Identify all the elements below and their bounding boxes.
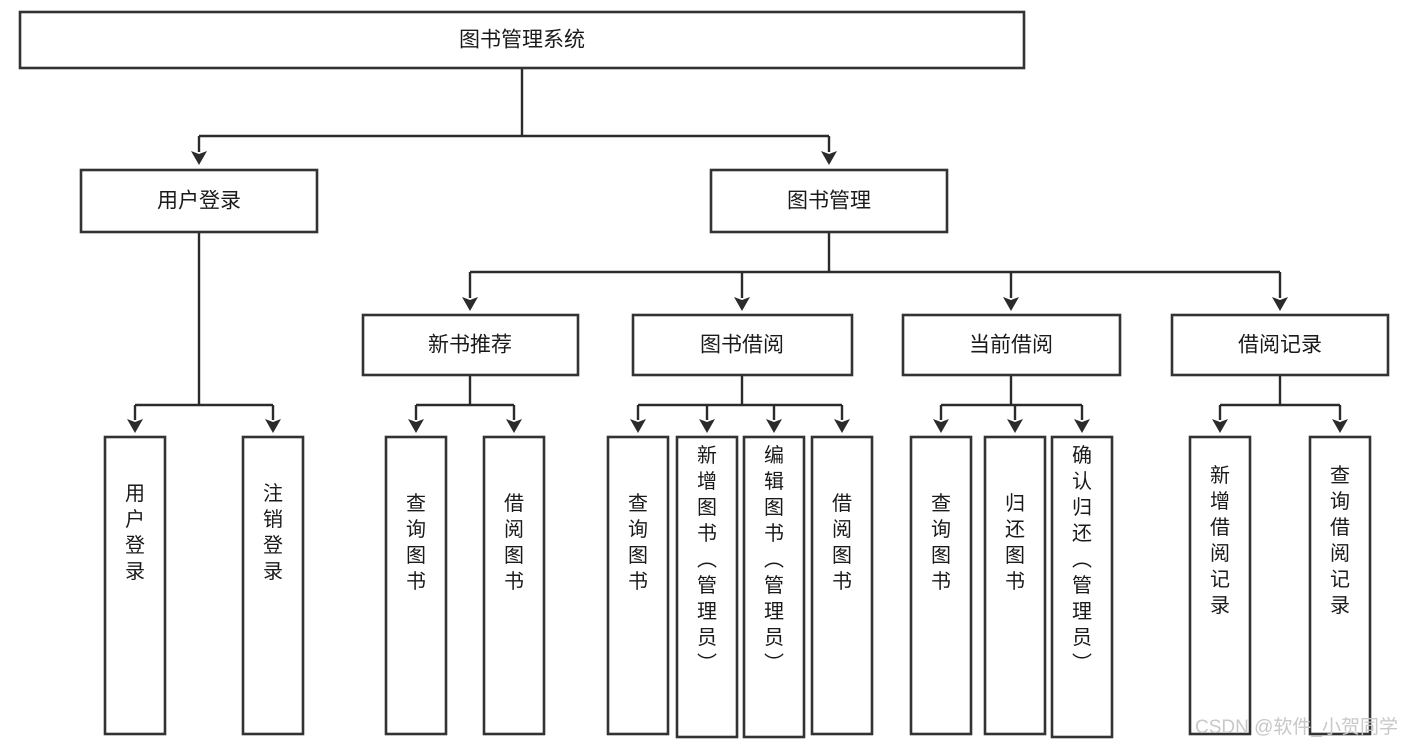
node-leaf-confirm-return-box[interactable] [1050,435,1114,739]
node-user-login-box[interactable] [79,168,319,234]
node-borrow-record[interactable]: 借阅记录 [1170,313,1390,377]
node-borrow-record-label: 借阅记录 [1238,334,1322,357]
node-leaf-add-book-box[interactable] [675,435,739,739]
node-leaf-return-book-box[interactable] [983,435,1047,736]
node-current-borrow-box[interactable] [901,313,1122,377]
node-leaf-query-record-box[interactable] [1308,435,1372,736]
node-book-manage-box[interactable] [709,168,949,234]
node-user-login[interactable]: 用户登录 [79,168,319,234]
node-root[interactable]: 图书管理系统 [18,10,1026,70]
node-leaf-query-book-current[interactable]: 查询图书 [909,435,973,736]
node-leaf-query-record[interactable]: 查询借阅记录 [1308,435,1372,736]
node-leaf-confirm-return[interactable]: 确认归还︵管理员︶ [1050,435,1114,739]
node-book-borrow[interactable]: 图书借阅 [631,313,854,377]
node-new-book-recommend-box[interactable] [361,313,580,377]
node-leaf-logout[interactable]: 注销登录 [241,435,305,736]
node-book-manage-label: 图书管理 [787,190,871,213]
node-leaf-add-record-box[interactable] [1188,435,1252,736]
node-leaf-query-book-rec[interactable]: 查询图书 [384,435,448,736]
node-leaf-query-book-borrow-box[interactable] [606,435,670,736]
node-leaf-user-login-box[interactable] [103,435,167,736]
node-user-login-label: 用户登录 [157,190,241,213]
node-leaf-query-book-rec-box[interactable] [384,435,448,736]
csdn-watermark: CSDN @软件_小贺同学 [1195,716,1398,738]
node-root-label: 图书管理系统 [459,29,585,52]
node-leaf-return-book-label: 归还图书 [1005,492,1025,593]
node-leaf-query-record-label: 查询借阅记录 [1330,464,1350,617]
node-leaf-return-book[interactable]: 归还图书 [983,435,1047,736]
node-leaf-borrow-book-rec-box[interactable] [482,435,546,736]
node-borrow-record-box[interactable] [1170,313,1390,377]
node-leaf-user-login[interactable]: 用户登录 [103,435,167,736]
node-leaf-query-book-rec-label: 查询图书 [406,492,426,593]
node-book-borrow-label: 图书借阅 [700,334,784,357]
node-leaf-query-book-current-box[interactable] [909,435,973,736]
node-leaf-add-record-label: 新增借阅记录 [1210,464,1230,617]
connector-layer [127,68,1348,433]
node-leaf-add-book-label: 新增图书︵管理员︶ [697,444,717,675]
node-leaf-edit-book-box[interactable] [742,435,806,739]
node-leaf-user-login-label: 用户登录 [125,483,145,583]
node-leaf-add-book[interactable]: 新增图书︵管理员︶ [675,435,739,739]
node-leaf-query-book-borrow-label: 查询图书 [628,492,648,593]
node-leaf-borrow-book-label: 借阅图书 [832,492,852,593]
node-current-borrow[interactable]: 当前借阅 [901,313,1122,377]
node-leaf-borrow-book-rec[interactable]: 借阅图书 [482,435,546,736]
node-leaf-borrow-book-box[interactable] [810,435,874,736]
node-leaf-confirm-return-label: 确认归还︵管理员︶ [1072,444,1092,675]
node-leaf-query-book-current-label: 查询图书 [931,492,951,593]
node-leaf-borrow-book[interactable]: 借阅图书 [810,435,874,736]
node-leaf-edit-book[interactable]: 编辑图书︵管理员︶ [742,435,806,739]
node-current-borrow-label: 当前借阅 [969,334,1053,357]
node-leaf-query-book-borrow[interactable]: 查询图书 [606,435,670,736]
node-new-book-recommend[interactable]: 新书推荐 [361,313,580,377]
node-leaf-edit-book-label: 编辑图书︵管理员︶ [764,444,784,675]
node-new-book-recommend-label: 新书推荐 [428,334,512,357]
node-leaf-borrow-book-rec-label: 借阅图书 [504,492,524,593]
node-leaf-add-record[interactable]: 新增借阅记录 [1188,435,1252,736]
node-root-box[interactable] [18,10,1026,70]
node-leaf-logout-label: 注销登录 [263,482,283,583]
node-book-manage[interactable]: 图书管理 [709,168,949,234]
node-leaf-logout-box[interactable] [241,435,305,736]
node-book-borrow-box[interactable] [631,313,854,377]
